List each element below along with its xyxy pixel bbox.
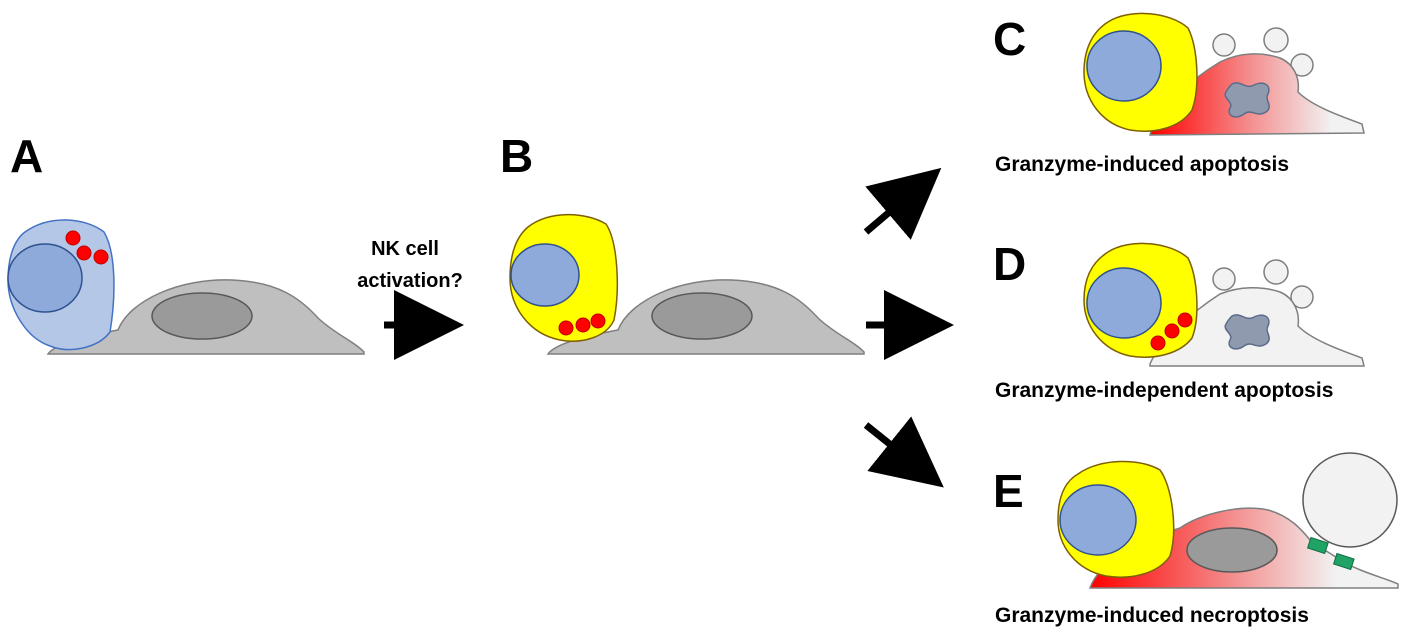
granule bbox=[575, 317, 591, 333]
apoptotic-bleb bbox=[1263, 259, 1289, 285]
panel-a-letter: A bbox=[10, 130, 43, 182]
panel-d: D Granzyme-independent apoptosis bbox=[993, 238, 1365, 402]
arrow-to-c bbox=[863, 167, 942, 240]
target-cell-nucleus bbox=[1186, 527, 1278, 573]
granule bbox=[1150, 335, 1166, 351]
granule bbox=[558, 320, 574, 336]
panel-c: C Granzyme-induced apoptosis bbox=[993, 12, 1365, 176]
granule bbox=[76, 245, 92, 261]
apoptotic-bleb bbox=[1212, 33, 1236, 57]
nk-nucleus bbox=[7, 243, 83, 313]
granule bbox=[65, 230, 81, 246]
granule bbox=[590, 313, 606, 329]
panel-d-caption: Granzyme-independent apoptosis bbox=[995, 379, 1333, 402]
target-cell-nucleus bbox=[151, 292, 253, 340]
necroptotic-swelling bbox=[1302, 452, 1398, 548]
target-cell-nucleus bbox=[651, 292, 753, 340]
panel-c-caption: Granzyme-induced apoptosis bbox=[995, 153, 1289, 176]
panel-e-letter: E bbox=[993, 465, 1024, 517]
panel-b-letter: B bbox=[500, 130, 533, 182]
activation-step: NK cell activation? bbox=[357, 238, 464, 360]
necroptosis-pore bbox=[1332, 552, 1355, 571]
condensed-nucleus bbox=[1224, 82, 1270, 118]
apoptotic-bleb bbox=[1212, 267, 1236, 291]
nk-nucleus bbox=[510, 243, 580, 307]
apoptotic-bleb bbox=[1290, 285, 1314, 309]
panel-b: B bbox=[500, 130, 865, 355]
panel-e-caption: Granzyme-induced necroptosis bbox=[995, 604, 1309, 627]
granule bbox=[1164, 323, 1180, 339]
granule bbox=[1177, 312, 1193, 328]
panel-a: A bbox=[7, 130, 365, 355]
outcome-arrows bbox=[863, 167, 954, 488]
necroptosis-pore bbox=[1306, 536, 1329, 555]
nk-nucleus bbox=[1086, 30, 1162, 102]
panel-d-letter: D bbox=[993, 238, 1026, 290]
nk-nucleus bbox=[1059, 484, 1137, 556]
nk-nucleus bbox=[1086, 267, 1162, 339]
granule bbox=[93, 249, 109, 265]
arrow-to-e bbox=[863, 416, 944, 488]
panel-c-letter: C bbox=[993, 13, 1026, 65]
apoptotic-bleb bbox=[1263, 27, 1289, 53]
trigger-line-2: activation? bbox=[357, 270, 463, 292]
condensed-nucleus bbox=[1224, 314, 1270, 350]
panel-e: E Granzyme-induced necroptosis bbox=[993, 452, 1399, 627]
trigger-line-1: NK cell bbox=[371, 238, 439, 260]
